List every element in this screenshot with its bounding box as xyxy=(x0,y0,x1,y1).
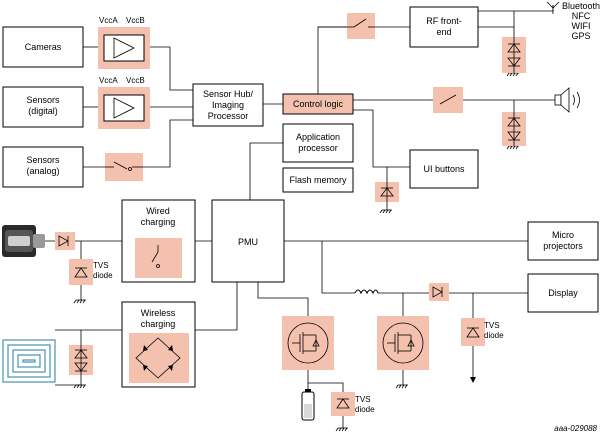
sensor-hub-label-3: Processor xyxy=(208,111,249,121)
level-translator-sensors: VccA VccB xyxy=(98,76,150,129)
rf-frontend-label-1: RF front- xyxy=(426,16,462,26)
wireless-standards: Bluetooth NFC WIFI GPS xyxy=(562,1,600,41)
tvs-label-usb-2: diode xyxy=(93,271,113,280)
standard-gps: GPS xyxy=(571,31,590,41)
tvs-label-battery-1: TVS xyxy=(355,395,371,404)
standard-nfc: NFC xyxy=(572,11,591,21)
cameras-label: Cameras xyxy=(25,42,62,52)
micro-projectors-block: Micro projectors xyxy=(527,221,599,261)
mosfet-display xyxy=(377,316,429,370)
tvs-label-usb-1: TVS xyxy=(93,261,109,270)
battery-icon xyxy=(301,389,315,421)
flash-memory-block: Flash memory xyxy=(282,167,354,193)
display-label: Display xyxy=(548,288,578,298)
sensor-hub-label-1: Sensor Hub/ xyxy=(203,89,254,99)
analog-switch-audio xyxy=(433,87,463,113)
wireless-coil-icon xyxy=(2,339,56,383)
level-translator-cameras: VccA VccB xyxy=(98,16,150,69)
esd-diode-usb-series xyxy=(55,232,75,250)
pmu-label: PMU xyxy=(238,237,258,247)
sensors-analog-block: Sensors (analog) xyxy=(2,146,84,188)
ground-symbols xyxy=(73,72,519,432)
vccb-label-2: VccB xyxy=(126,76,145,85)
app-processor-block: Application processor xyxy=(282,123,354,163)
sensors-digital-block: Sensors (digital) xyxy=(2,86,84,128)
inductor xyxy=(354,289,379,295)
esd-diode-usb: TVS diode xyxy=(69,259,113,285)
sensors-analog-label-1: Sensors xyxy=(26,155,60,165)
mosfet-battery xyxy=(282,316,334,370)
vcca-label-2: VccA xyxy=(99,76,118,85)
rf-frontend-label-2: end xyxy=(436,27,451,37)
sensor-hub-block: Sensor Hub/ Imaging Processor xyxy=(192,83,264,127)
analog-switch-sensors xyxy=(105,153,143,181)
esd-diode-audio xyxy=(502,112,526,146)
figure-reference: aaa-029088 xyxy=(554,424,597,433)
esd-diode-display-series xyxy=(429,283,449,301)
wireless-charging-label-2: charging xyxy=(141,319,176,329)
tvs-diode-display: TVS diode xyxy=(461,318,504,346)
app-processor-label-2: processor xyxy=(298,143,338,153)
wireless-charging-block: Wireless charging xyxy=(121,301,196,388)
vcca-label: VccA xyxy=(99,16,118,25)
esd-diode-ui-buttons xyxy=(375,182,399,210)
cameras-block: Cameras xyxy=(2,26,84,68)
wired-charging-block: Wired charging xyxy=(121,199,196,283)
antenna-icon xyxy=(546,1,560,14)
micro-projectors-label-2: projectors xyxy=(543,241,583,251)
wired-charging-label-2: charging xyxy=(141,217,176,227)
analog-switch-rf xyxy=(347,13,375,39)
micro-projectors-label-1: Micro xyxy=(552,230,574,240)
control-logic-block: Control logic xyxy=(282,93,354,115)
standard-wifi: WIFI xyxy=(572,21,591,31)
rf-frontend-block: RF front- end xyxy=(409,6,479,48)
pmu-block: PMU xyxy=(211,199,285,283)
display-block: Display xyxy=(527,273,599,313)
sensors-digital-label-2: (digital) xyxy=(28,106,58,116)
sensors-digital-label-1: Sensors xyxy=(26,95,60,105)
ui-buttons-block: UI buttons xyxy=(409,149,479,189)
flash-memory-label: Flash memory xyxy=(289,175,347,185)
usb-connector-icon xyxy=(2,225,45,257)
wired-charging-label-1: Wired xyxy=(146,206,170,216)
tvs-label-display-2: diode xyxy=(484,331,504,340)
sensor-hub-label-2: Imaging xyxy=(212,100,244,110)
vccb-label: VccB xyxy=(126,16,145,25)
esd-diode-rf xyxy=(502,37,526,73)
speaker-icon xyxy=(554,87,580,113)
esd-diode-coil xyxy=(69,345,93,375)
tvs-diode-battery: TVS diode xyxy=(331,392,375,416)
wireless-charging-label-1: Wireless xyxy=(141,308,176,318)
sensors-analog-label-2: (analog) xyxy=(26,166,59,176)
control-logic-label: Control logic xyxy=(293,99,344,109)
standard-bluetooth: Bluetooth xyxy=(562,1,600,11)
tvs-label-battery-2: diode xyxy=(355,405,375,414)
tvs-label-display-1: TVS xyxy=(484,321,500,330)
ui-buttons-label: UI buttons xyxy=(423,164,465,174)
app-processor-label-1: Application xyxy=(296,132,340,142)
